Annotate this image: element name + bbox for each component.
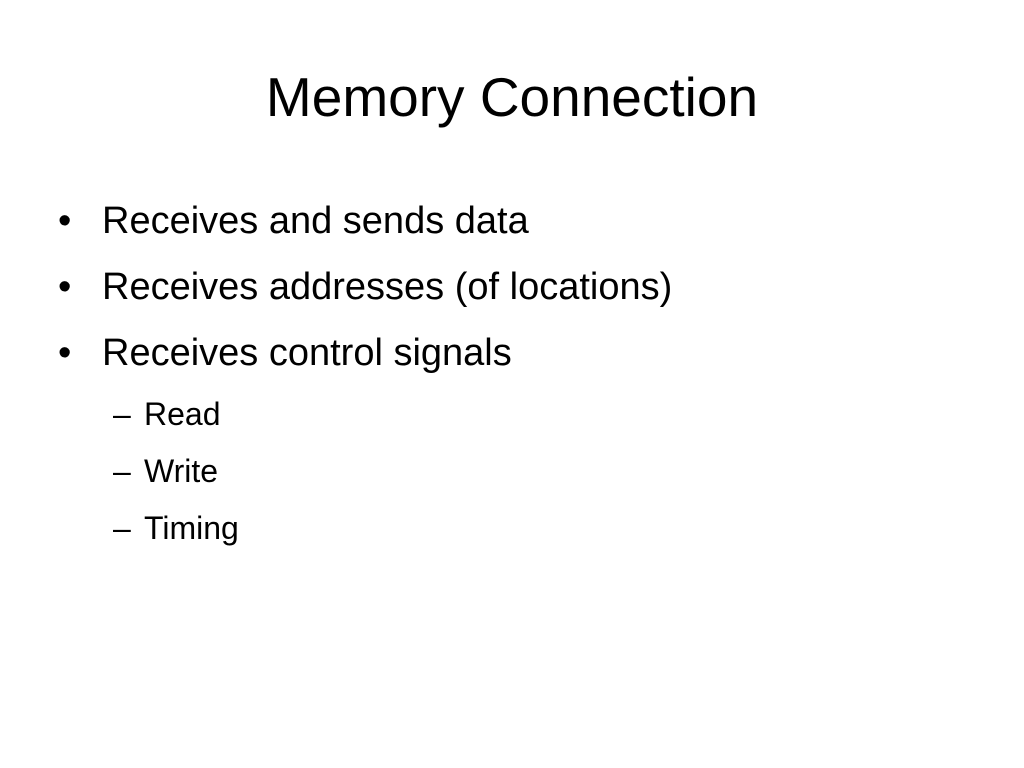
bullet-text: Receives addresses (of locations) [102,266,673,308]
bullet-item: • Receives and sends data [58,188,672,254]
sub-bullet-marker: – [113,396,131,432]
bullet-item: • Receives addresses (of locations) [58,254,672,320]
sub-bullet-text: Timing [144,510,239,546]
bullet-text: Receives control signals [102,332,512,374]
bullet-list: • Receives and sends data • Receives addre… [58,188,672,557]
sub-bullet-item: –Write [58,443,672,500]
sub-bullet-text: Read [144,396,221,432]
bullet-marker: • [58,200,72,242]
bullet-item: • Receives control signals [58,320,672,386]
slide-title: Memory Connection [265,66,759,128]
bullet-text: Receives and sends data [102,200,529,242]
sub-bullet-text: Write [144,453,219,489]
sub-bullet-marker: – [113,510,131,546]
sub-bullet-list: –Read –Write –Timing [58,386,672,557]
sub-bullet-item: –Read [58,386,672,443]
bullet-marker: • [58,266,72,308]
sub-bullet-item: –Timing [58,500,672,557]
bullet-marker: • [58,332,72,374]
sub-bullet-group: –Read –Write –Timing [58,386,672,557]
sub-bullet-marker: – [113,453,131,489]
